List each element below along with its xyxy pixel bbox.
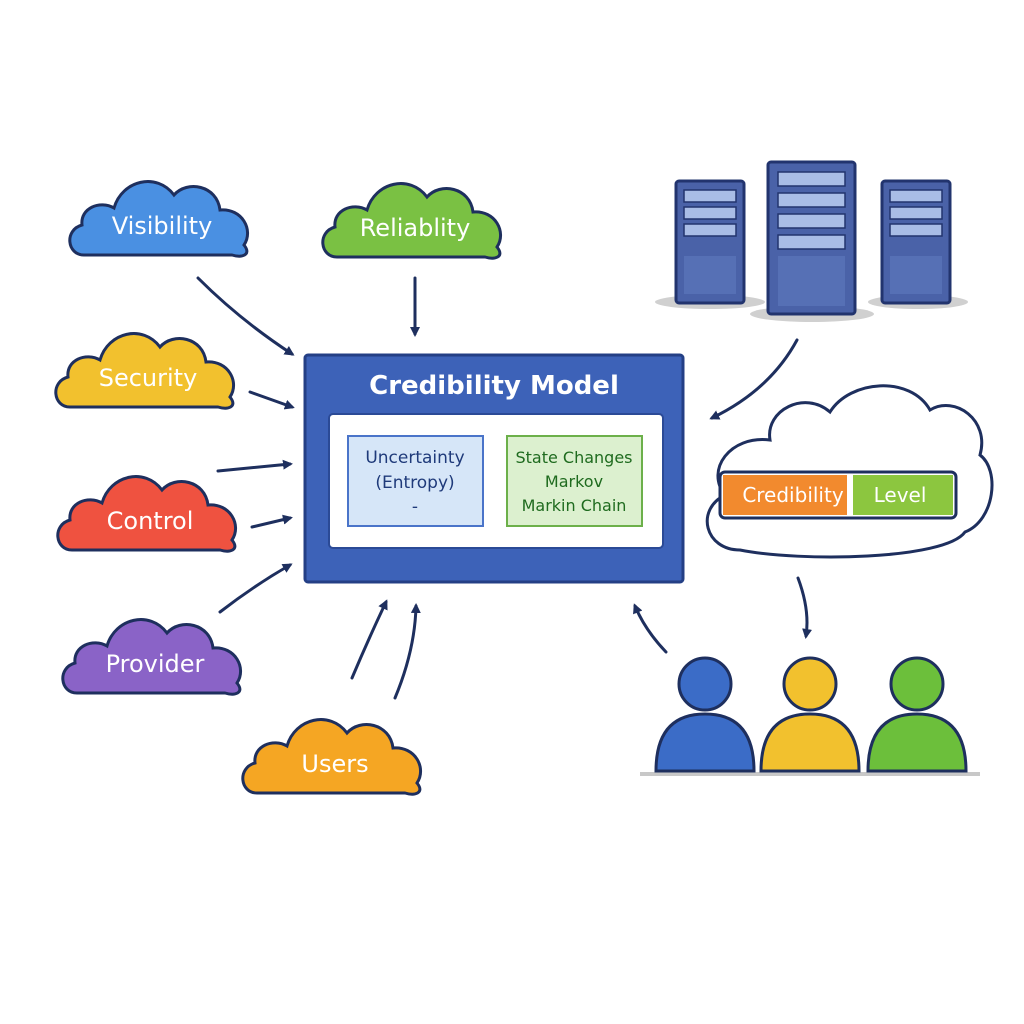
state-changes-line1: State Changes — [515, 448, 632, 467]
person-icon — [759, 656, 861, 773]
credibility-bar-left-label: Credibility — [742, 483, 844, 507]
state-changes-line3: Markin Chain — [522, 496, 627, 515]
uncertainty-box-frame — [347, 435, 484, 527]
cloud-visibility: Visibility — [68, 180, 250, 258]
servers — [655, 160, 968, 322]
credibility-level-cloud: Credibility Level — [705, 384, 994, 559]
person-icon — [654, 656, 756, 773]
cloud-label-users: Users — [301, 750, 368, 778]
arrow-users-2 — [393, 603, 421, 700]
model-title: Credibility Model — [369, 371, 619, 401]
arrow-security — [248, 390, 295, 410]
credibility-bar-right-label: Level — [874, 483, 927, 507]
cloud-control: Control — [56, 475, 238, 553]
cloud-reliability: Reliablity — [321, 182, 503, 260]
state-changes-line2: Markov — [545, 472, 603, 491]
uncertainty-box: Uncertainty (Entropy) - — [347, 435, 484, 527]
cloud-label-reliability: Reliablity — [360, 214, 471, 242]
state-changes-box: State Changes Markov Markin Chain — [506, 435, 643, 527]
cloud-label-provider: Provider — [106, 650, 205, 678]
people — [640, 656, 980, 776]
cloud-label-security: Security — [99, 364, 198, 392]
cloud-security: Security — [54, 332, 236, 410]
arrows — [196, 276, 813, 700]
uncertainty-line3: - — [412, 497, 418, 517]
arrow-users-1 — [350, 599, 388, 680]
arrow-people — [633, 603, 668, 654]
arrow-visibility — [196, 276, 295, 356]
credibility-bar-left — [723, 475, 847, 515]
server-icon — [766, 160, 857, 316]
cloud-label-control: Control — [107, 507, 194, 535]
state-changes-box-frame — [506, 435, 643, 527]
cloud-provider: Provider — [61, 618, 243, 696]
server-icon — [880, 179, 952, 305]
uncertainty-line1: Uncertainty — [365, 448, 464, 468]
arrow-servers — [709, 338, 799, 420]
cloud-users: Users — [241, 718, 423, 796]
uncertainty-line2: (Entropy) — [375, 473, 454, 493]
person-icon — [866, 656, 968, 773]
arrow-to-people — [796, 576, 813, 639]
credibility-bar-right — [853, 475, 953, 515]
arrow-provider — [218, 563, 293, 614]
cloud-label-visibility: Visibility — [112, 212, 213, 240]
credibility-model: Credibility Model Uncertainty (Entropy) … — [303, 353, 685, 584]
arrow-control-2 — [250, 514, 293, 529]
server-icon — [674, 179, 746, 305]
arrow-control-1 — [216, 459, 293, 473]
